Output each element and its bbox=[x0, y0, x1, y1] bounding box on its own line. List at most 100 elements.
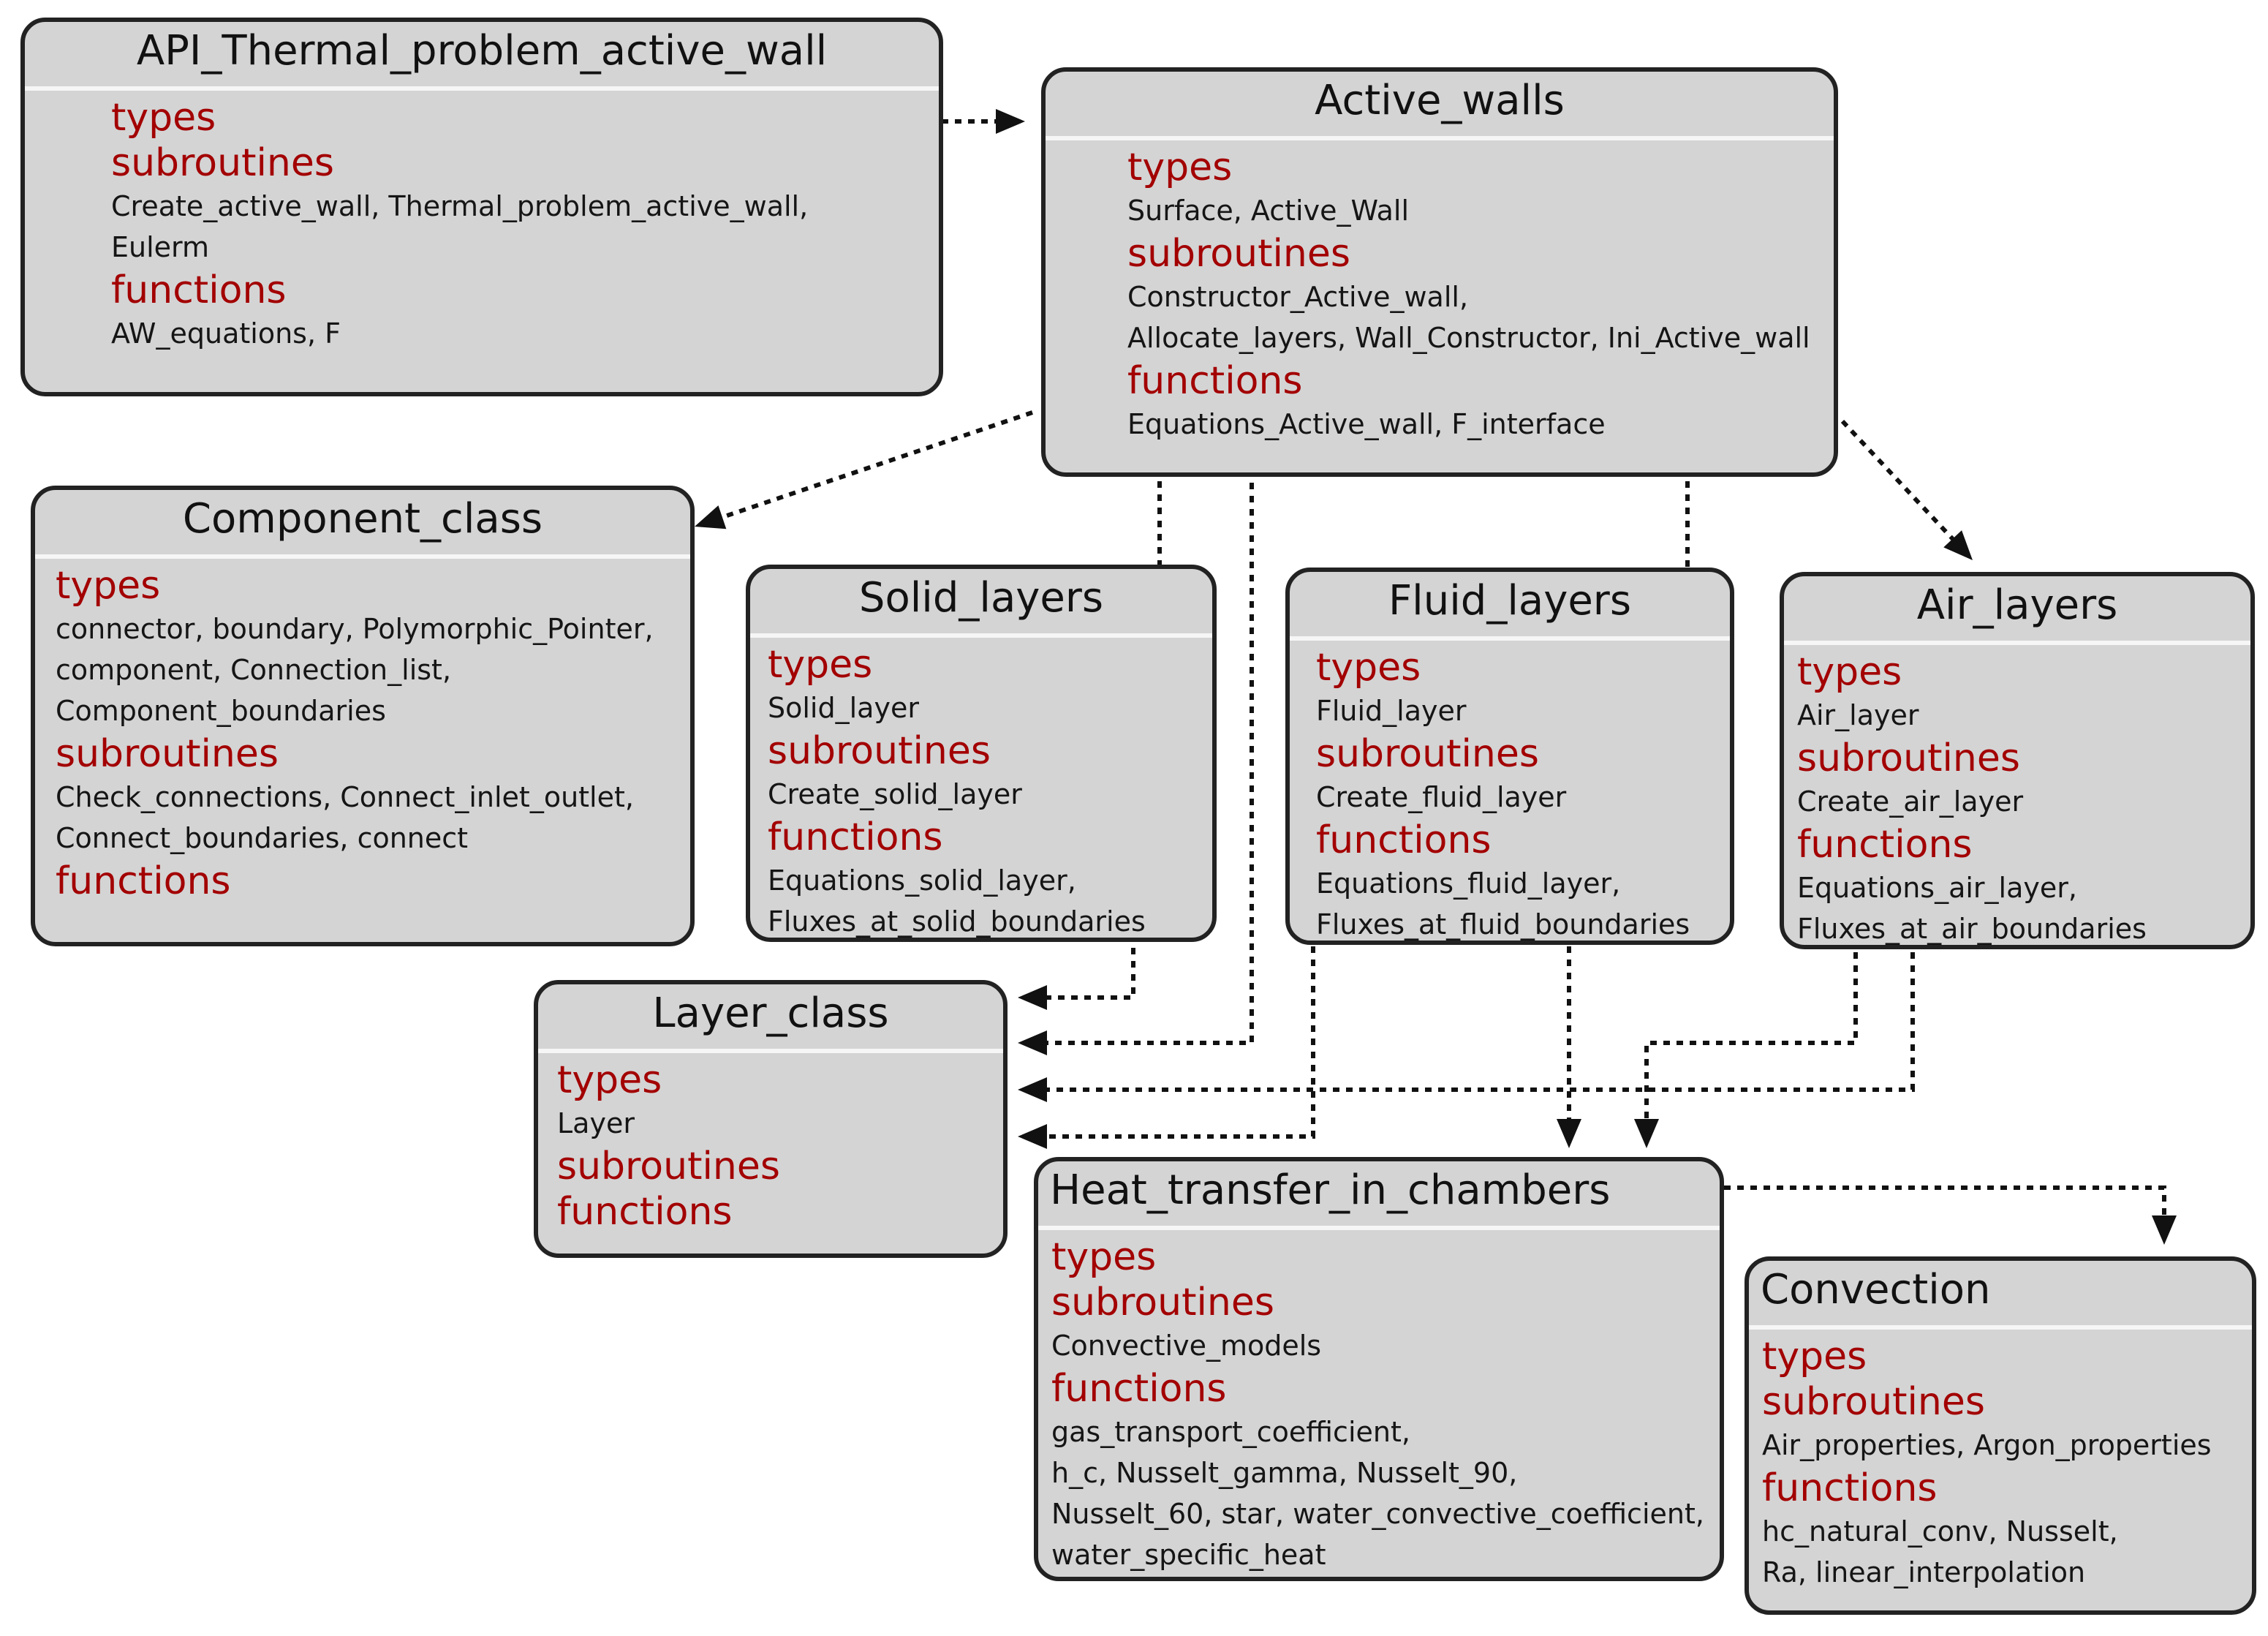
air-section-item: Create_air_layer bbox=[1797, 785, 2024, 818]
active-section-item: Equations_Active_wall, F_interface bbox=[1127, 408, 1606, 440]
active-section-item: Surface, Active_Wall bbox=[1127, 195, 1410, 227]
heat-section-label: functions bbox=[1051, 1367, 1227, 1411]
arrowhead-icon bbox=[1634, 1119, 1659, 1148]
api-title-divider bbox=[25, 86, 939, 91]
arrowhead-icon bbox=[1557, 1119, 1581, 1148]
edge-active-to-component bbox=[695, 410, 1033, 529]
component-section-item: connector, boundary, Polymorphic_Pointer… bbox=[56, 613, 654, 645]
air-section-label: functions bbox=[1797, 823, 1973, 867]
layer-section-item: Layer bbox=[557, 1107, 635, 1139]
edge-line bbox=[1046, 946, 1315, 1139]
edge-active-to-air bbox=[1840, 419, 1973, 560]
edge-line bbox=[1046, 948, 1135, 1000]
component-section-item: Check_connections, Connect_inlet_outlet, bbox=[56, 781, 634, 813]
air-section-item: Fluxes_at_air_boundaries bbox=[1797, 913, 2147, 945]
convection-title-divider bbox=[1749, 1325, 2252, 1330]
air-section-label: subroutines bbox=[1797, 736, 2020, 780]
api-section-item: Eulerm bbox=[111, 231, 210, 263]
solid-section-label: types bbox=[768, 643, 873, 687]
layer-section-label: subroutines bbox=[557, 1145, 780, 1188]
edge-fluid-to-heat bbox=[1557, 946, 1581, 1148]
component-section-item: Component_boundaries bbox=[56, 695, 386, 727]
layer-title: Layer_class bbox=[652, 989, 889, 1037]
component-title-divider bbox=[35, 554, 690, 559]
air-section-item: Equations_air_layer, bbox=[1797, 872, 2077, 904]
component-section-label: subroutines bbox=[56, 732, 279, 776]
edge-line bbox=[1644, 952, 1858, 1120]
arrowhead-icon bbox=[996, 109, 1025, 134]
fluid-section-label: functions bbox=[1316, 818, 1492, 862]
active-section-label: types bbox=[1127, 146, 1233, 189]
component-section-item: component, Connection_list, bbox=[56, 654, 452, 686]
layer-title-divider bbox=[538, 1049, 1003, 1053]
heat-section-label: subroutines bbox=[1051, 1281, 1274, 1324]
arrowhead-icon bbox=[1018, 1030, 1047, 1055]
solid-section-item: Fluxes_at_solid_boundaries bbox=[768, 905, 1146, 938]
api-section-label: subroutines bbox=[111, 141, 334, 185]
active-section-label: subroutines bbox=[1127, 232, 1350, 276]
solid-section-item: Solid_layer bbox=[768, 692, 919, 724]
component-body: types connector, boundary, Polymorphic_Po… bbox=[35, 559, 690, 904]
heat-section-item: Convective_models bbox=[1051, 1330, 1322, 1362]
component-section-label: types bbox=[56, 564, 161, 608]
fluid-section-label: subroutines bbox=[1316, 732, 1539, 776]
heat-section-item: water_specific_heat bbox=[1051, 1539, 1326, 1571]
air-title: Air_layers bbox=[1916, 581, 2118, 629]
heat-section-label: types bbox=[1051, 1235, 1157, 1279]
edge-line bbox=[1724, 1185, 2166, 1217]
api-section-item: AW_equations, F bbox=[111, 317, 341, 350]
heat-section-item: gas_transport_coefficient, bbox=[1051, 1416, 1410, 1448]
edge-solid-to-layer bbox=[1018, 948, 1135, 1010]
air-title-divider bbox=[1784, 641, 2250, 645]
arrowhead-icon bbox=[1018, 1077, 1047, 1102]
api-section-label: functions bbox=[111, 268, 287, 312]
edge-line bbox=[1046, 483, 1254, 1045]
heat-section-item: Nusselt_60, star, water_convective_coeff… bbox=[1051, 1498, 1704, 1530]
solid-title: Solid_layers bbox=[858, 574, 1104, 622]
convection-section-label: functions bbox=[1762, 1466, 1938, 1510]
edge-line bbox=[1840, 419, 1956, 542]
convection-section-item: hc_natural_conv, Nusselt, bbox=[1762, 1515, 2118, 1548]
active-section-label: functions bbox=[1127, 359, 1303, 403]
layer-section-label: functions bbox=[557, 1190, 733, 1234]
layer-section-label: types bbox=[557, 1058, 662, 1102]
solid-section-label: functions bbox=[768, 815, 943, 859]
component-section-label: functions bbox=[56, 859, 231, 903]
active-section-item: Allocate_layers, Wall_Constructor, Ini_A… bbox=[1127, 322, 1810, 354]
convection-title: Convection bbox=[1761, 1266, 1991, 1313]
arrowhead-icon bbox=[1018, 985, 1047, 1010]
api-title: API_Thermal_problem_active_wall bbox=[136, 27, 828, 75]
edge-air-to-layer bbox=[1018, 952, 1915, 1102]
convection-section-item: Air_properties, Argon_properties bbox=[1762, 1429, 2212, 1461]
component-section-item: Connect_boundaries, connect bbox=[56, 822, 469, 854]
arrowhead-icon bbox=[1943, 530, 1973, 560]
edge-line bbox=[720, 410, 1033, 520]
solid-section-label: subroutines bbox=[768, 729, 991, 773]
solid-title-divider bbox=[750, 633, 1212, 638]
air-section-item: Air_layer bbox=[1797, 699, 1919, 731]
component-title: Component_class bbox=[182, 495, 543, 543]
heat-section-item: h_c, Nusselt_gamma, Nusselt_90, bbox=[1051, 1457, 1518, 1489]
api-section-item: Create_active_wall, Thermal_problem_acti… bbox=[111, 190, 809, 222]
convection-section-item: Ra, linear_interpolation bbox=[1762, 1556, 2086, 1588]
edge-air-to-heat bbox=[1634, 952, 1858, 1148]
fluid-section-item: Create_fluid_layer bbox=[1316, 781, 1567, 813]
heat-title-divider bbox=[1038, 1226, 1720, 1230]
heat-title: Heat_transfer_in_chambers bbox=[1050, 1166, 1611, 1214]
